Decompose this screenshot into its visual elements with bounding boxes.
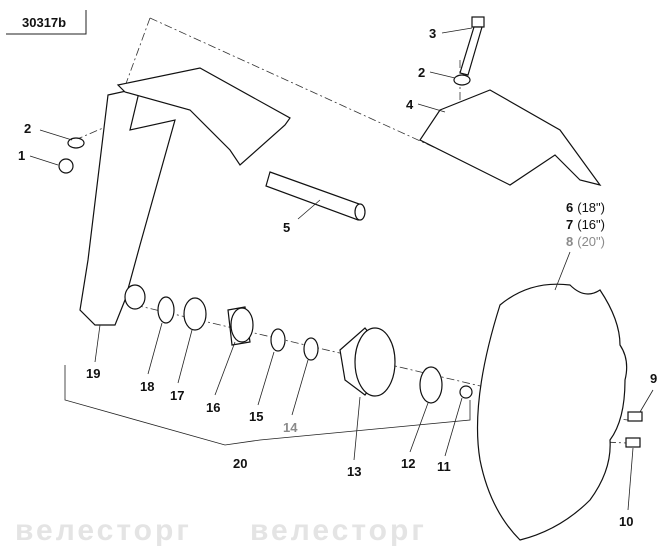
callout-2: 2 <box>418 65 425 80</box>
ring-part-17 <box>183 297 207 331</box>
callout-1: 1 <box>18 148 25 163</box>
bolt-part-9 <box>627 411 643 422</box>
callout-labels: 1 2 3 2 4 5 6(18") 7(16") 8(20") 9 10 11… <box>18 26 657 529</box>
callout-7: 7(16") <box>566 217 605 232</box>
callout-19: 19 <box>86 366 100 381</box>
callout-17: 17 <box>170 388 184 403</box>
callout-12: 12 <box>401 456 415 471</box>
callout-13: 13 <box>347 464 361 479</box>
callout-14: 14 <box>283 420 298 435</box>
bolt-part-3 <box>459 16 485 76</box>
drawing-number-box: 30317b <box>6 10 87 35</box>
bracket-part-4 <box>419 89 602 186</box>
arm-part-19 <box>79 67 291 326</box>
callout-2: 2 <box>24 121 31 136</box>
nut-part-1 <box>58 158 74 174</box>
watermark-text: велесторг <box>250 514 427 547</box>
ring-part-15 <box>270 328 286 352</box>
seal-part-18 <box>157 296 175 324</box>
callout-5: 5 <box>283 220 290 235</box>
callout-18: 18 <box>140 379 154 394</box>
callout-9: 9 <box>650 371 657 386</box>
washer-part-2 <box>453 74 471 86</box>
callout-10: 10 <box>619 514 633 529</box>
shaft-part-5 <box>265 171 366 221</box>
bolt-part-10 <box>625 437 641 448</box>
bearing-part-16 <box>227 306 254 346</box>
seal-part-12 <box>419 366 443 404</box>
disc-blade <box>476 283 628 541</box>
washer-part-2 <box>67 137 85 149</box>
callout-11: 11 <box>437 459 451 474</box>
callout-20: 20 <box>233 456 247 471</box>
callout-16: 16 <box>206 400 220 415</box>
cap-part-11 <box>459 385 473 399</box>
ring-part-14 <box>303 337 319 361</box>
callout-15: 15 <box>249 409 263 424</box>
watermark-text: велесторг <box>15 514 192 547</box>
callout-6: 6(18") <box>566 200 605 215</box>
drawing-number: 30317b <box>22 15 66 30</box>
callout-8: 8(20") <box>566 234 605 249</box>
callout-3: 3 <box>429 26 436 41</box>
callout-4: 4 <box>406 97 414 112</box>
hub-part-13 <box>339 327 396 397</box>
watermark: велесторг велесторг <box>15 514 427 547</box>
